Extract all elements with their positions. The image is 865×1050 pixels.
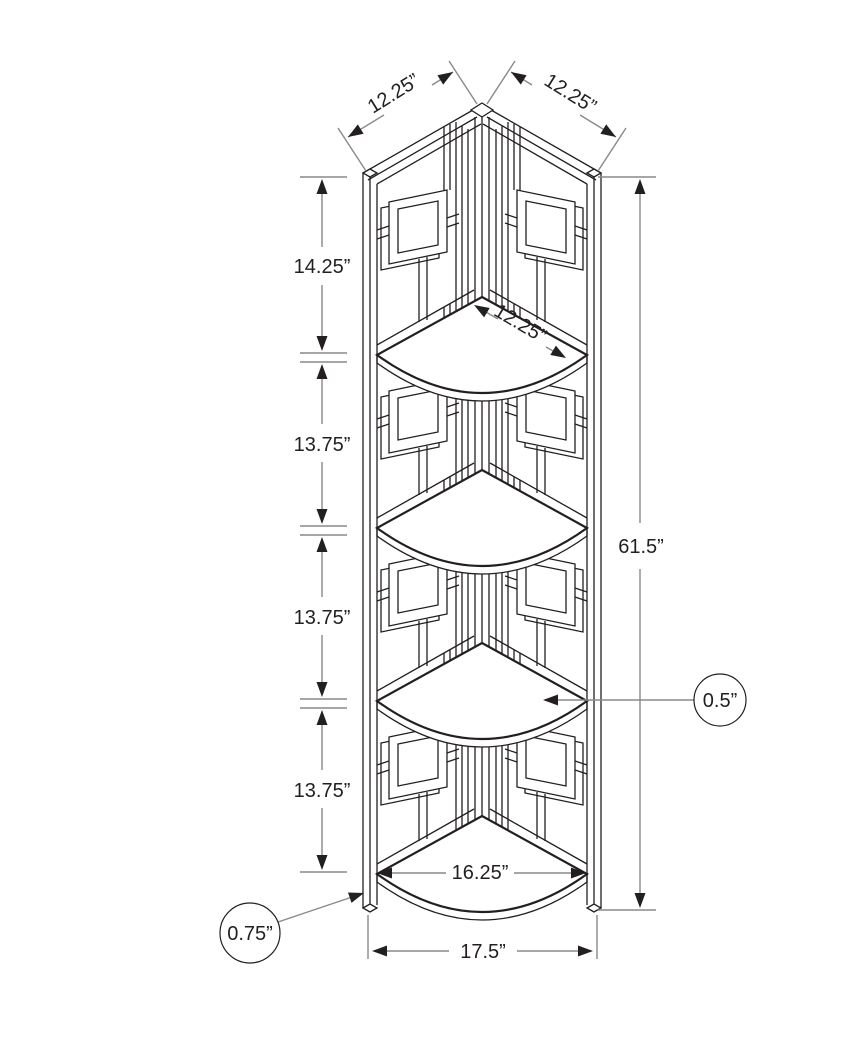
dim-label-bottom-shelf-width: 16.25” (452, 862, 509, 884)
lattice-bay-1 (376, 124, 588, 322)
shelf-1 (374, 295, 590, 402)
dim-label-tier-3: 13.75” (294, 607, 351, 629)
shelf-2 (374, 468, 590, 575)
dim-label-total-height: 61.5” (618, 536, 664, 558)
posts-and-legs (361, 173, 603, 913)
dim-label-base-width: 17.5” (460, 941, 506, 963)
dim-label-leg-thickness: 0.75” (227, 923, 273, 945)
corner-post-cap (469, 102, 495, 118)
dim-label-tier-1: 14.25” (294, 256, 351, 278)
callout-shelf-thickness: 0.5” (543, 673, 747, 727)
dim-label-tier-4: 13.75” (294, 780, 351, 802)
dim-label-top-right-panel: 12.25” (540, 70, 600, 119)
dim-label-shelf-thickness: 0.5” (703, 690, 737, 712)
dim-base-width: 17.5” (367, 915, 598, 963)
shelves (374, 295, 590, 921)
dim-total-height: 61.5” (598, 176, 664, 911)
dim-bottom-shelf-width: 16.25” (377, 862, 586, 884)
lattice-bay-2 (376, 304, 588, 495)
dim-label-tier-2: 13.75” (294, 434, 351, 456)
lattice-panels (376, 124, 588, 865)
dim-left-chain: 14.25” 13.75” 13.75” 13.75” (294, 176, 351, 873)
callout-circle-shelf-thickness (693, 673, 747, 727)
callout-circle-leg-thickness (219, 902, 281, 964)
shelf-3 (374, 641, 590, 748)
dimension-annotations: 14.25” 13.75” 13.75” 13.75” 61.5” 12.25”… (219, 60, 747, 964)
dim-label-top-left-panel: 12.25” (364, 70, 424, 119)
callout-leg-thickness: 0.75” (219, 892, 364, 964)
